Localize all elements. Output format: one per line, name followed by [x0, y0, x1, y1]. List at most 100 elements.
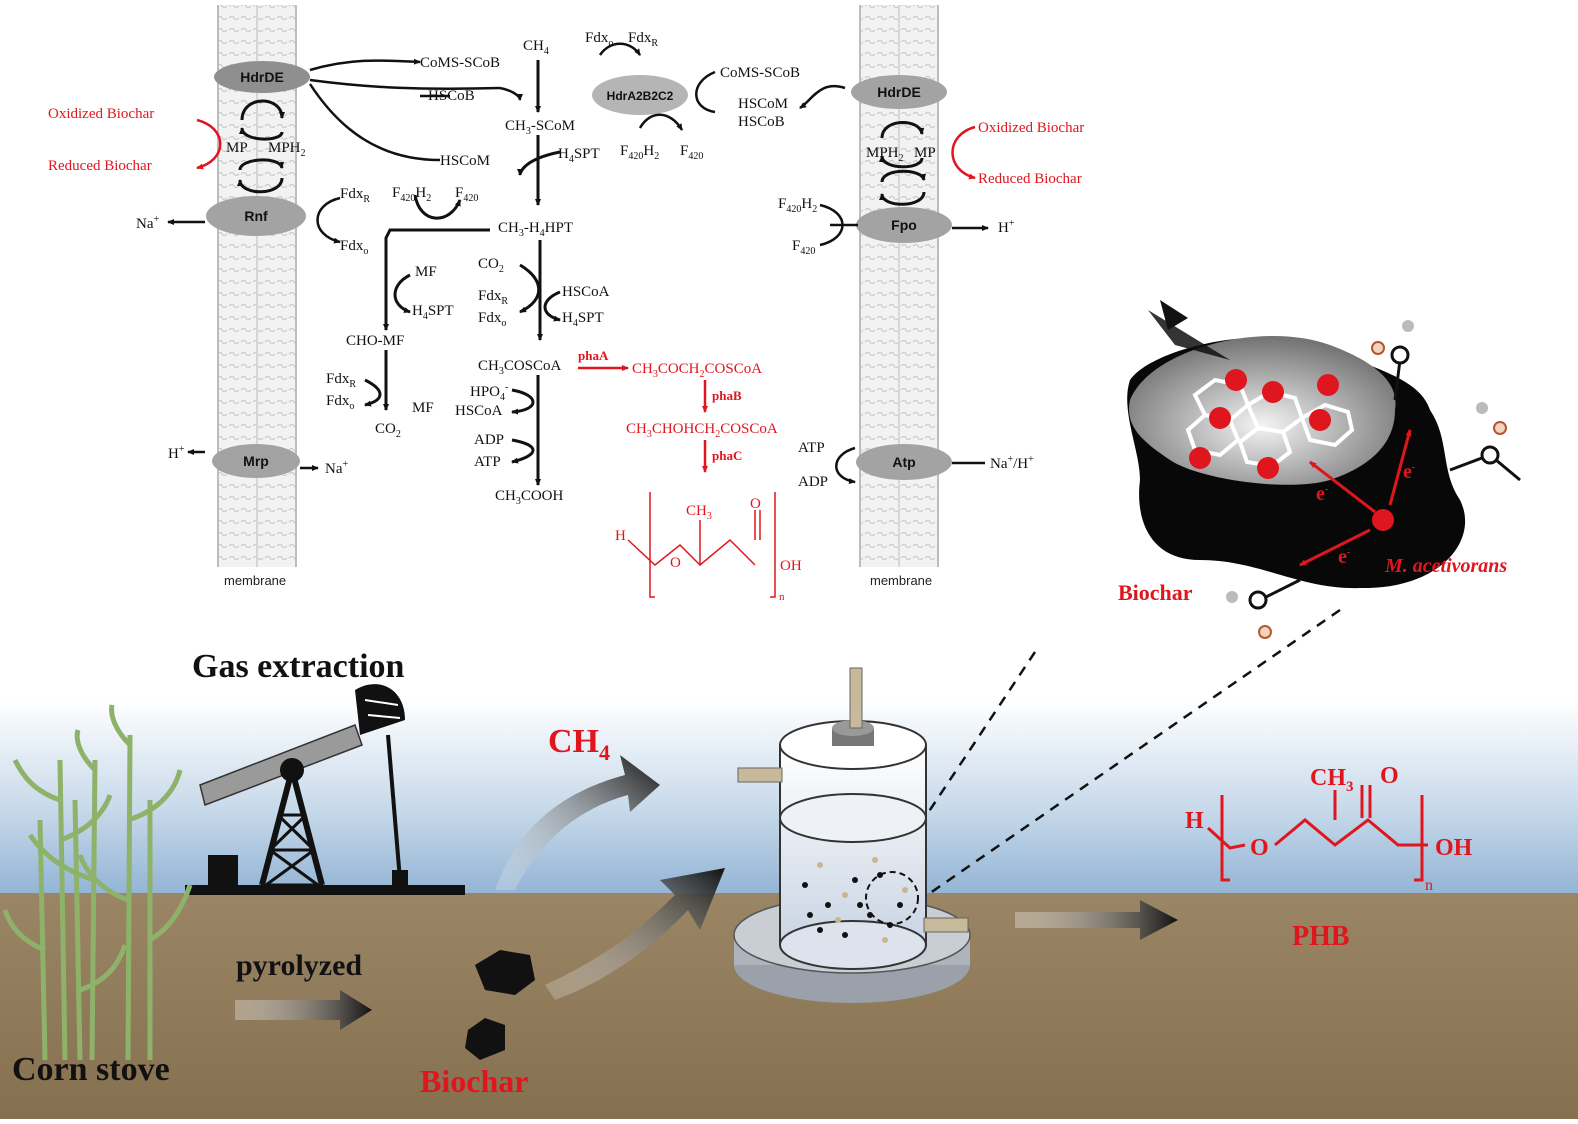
pyrolyzed-arrow	[235, 990, 372, 1030]
biochar-chunk-1	[475, 950, 535, 995]
phb-structure-large	[1206, 785, 1428, 882]
corn-stove-label: Corn stove	[12, 1051, 170, 1088]
fpo-h-label: H+	[998, 218, 1015, 236]
left-oxidized-biochar: Oxidized Biochar	[48, 106, 154, 122]
label-hpo4: HPO4-	[470, 382, 508, 403]
rnf-na-label: Na+	[136, 214, 160, 232]
hydroxybutyryl-coa: CH3CHOHCH2COSCoA	[626, 421, 778, 440]
label-co2-left: CO2	[375, 421, 401, 440]
electron-label-3: e-	[1338, 546, 1350, 568]
label-fdxo-mid: Fdxo	[478, 310, 506, 329]
label-hscom-left: HSCoM	[440, 153, 490, 169]
enzyme-hdrde-left	[214, 61, 310, 93]
enzyme-hdrde-right	[851, 75, 947, 109]
label-fdxo-left: Fdxo	[326, 393, 354, 412]
label-coms-scob-right: CoMS-SCoB	[720, 65, 800, 81]
label-co2-mid: CO2	[478, 256, 504, 275]
label-fdxr-top: FdxR	[628, 30, 658, 49]
phb-large-n: n	[1425, 877, 1433, 894]
label-hscob-right: HSCoB	[738, 114, 785, 130]
label-f420h2: F420H2	[392, 185, 431, 204]
enzyme-rnf-label: Rnf	[244, 208, 268, 224]
ch4-release-arrow	[495, 755, 660, 890]
enzyme-hdrde-left-label: HdrDE	[240, 69, 284, 85]
mrp-na-label: Na+	[325, 459, 349, 477]
biochar-label: Biochar	[420, 1063, 528, 1099]
label-hscob-left: HSCoB	[428, 88, 475, 104]
label-acetate: CH3COOH	[495, 488, 564, 507]
label-mf-top: MF	[415, 264, 437, 280]
rnf-fdx-arrow	[316, 196, 341, 244]
phb-large-o: O	[1250, 835, 1269, 861]
pyrolyzed-label: pyrolyzed	[236, 949, 362, 982]
phb-large-h: H	[1185, 808, 1204, 834]
cell-biochar-label: Biochar	[1118, 580, 1193, 605]
rnf-fdx-o: Fdxo	[340, 238, 368, 257]
label-h4spt-left: H4SPT	[412, 303, 454, 322]
label-acetyl-coa: CH3COSCoA	[478, 358, 562, 377]
label-f420-top: F420	[680, 143, 703, 162]
atp-atp-label: ATP	[798, 440, 825, 456]
atp-na-h-label: Na+/H+	[990, 454, 1034, 472]
phb-small-oh: OH	[780, 558, 802, 574]
mrp-h-label: H+	[168, 444, 185, 462]
enzyme-hdrde-right-label: HdrDE	[877, 84, 921, 100]
reactor-to-phb-arrow	[1015, 900, 1178, 940]
phb-small-o: O	[670, 555, 681, 571]
label-coms-scob-left: CoMS-SCoB	[420, 55, 500, 71]
phb-structure-small	[627, 492, 776, 598]
corn-stalks	[2, 704, 193, 1061]
phaa-label: phaA	[578, 348, 609, 363]
membrane-right-label: membrane	[870, 573, 932, 588]
phb-large-ch3: CH3	[1310, 765, 1354, 795]
label-adp-mid: ADP	[474, 432, 504, 448]
label-f420h2-top: F420H2	[620, 143, 659, 162]
enzyme-fpo	[856, 207, 952, 243]
hdrde-left-connections	[308, 58, 523, 162]
electron-label-1: e-	[1316, 483, 1328, 505]
phb-small-h: H	[615, 528, 626, 544]
phb-large-oh: OH	[1435, 835, 1473, 861]
right-mp: MP	[914, 145, 936, 161]
right-redox-cycles	[879, 121, 926, 206]
right-reduced-biochar: Reduced Biochar	[978, 171, 1082, 187]
acetoacetyl-coa: CH3COCH2COSCoA	[632, 361, 762, 380]
membrane-left-label: membrane	[224, 573, 286, 588]
label-hscom-right: HSCoM	[738, 96, 788, 112]
atp-adp-label: ADP	[798, 474, 828, 490]
right-biochar-arrow	[951, 125, 976, 180]
label-ch3-h4hpt: CH3-H4HPT	[498, 220, 573, 239]
phb-small-n: n	[779, 591, 785, 603]
phb-small-o2: O	[750, 496, 761, 512]
gas-extraction-label: Gas extraction	[192, 648, 405, 685]
zoom-line-right	[919, 608, 1341, 902]
phb-label: PHB	[1292, 921, 1350, 952]
enzyme-atp-label: Atp	[892, 454, 915, 470]
rnf-fdx-r: FdxR	[340, 186, 370, 205]
phac-label: phaC	[712, 448, 742, 463]
enzyme-atp	[856, 444, 952, 480]
phb-small-ch3: CH3	[686, 503, 712, 522]
label-f420: F420	[455, 185, 478, 204]
left-biochar-arrow	[196, 118, 222, 170]
label-ch3-scom: CH3-SCoM	[505, 118, 575, 137]
label-h4spt-mid: H4SPT	[562, 310, 604, 329]
label-hscoa-bottom: HSCoA	[455, 403, 503, 419]
enzyme-rnf	[206, 196, 306, 236]
electron-label-2: e-	[1403, 461, 1415, 483]
enzyme-hdra2b2c2-label: HdrA2B2C2	[607, 89, 674, 103]
biochar-chunk-2	[465, 1018, 505, 1060]
cell-diagram	[1127, 300, 1521, 639]
enzyme-mrp-label: Mrp	[243, 453, 269, 469]
biochar-to-reactor-arrow	[545, 868, 725, 1000]
reactor	[733, 667, 971, 1003]
fpo-f420h2: F420H2	[778, 196, 817, 215]
central-pathway-arrows	[364, 60, 561, 486]
label-hscoa-mid: HSCoA	[562, 284, 610, 300]
left-mph2: MPH2	[268, 140, 306, 159]
label-atp-mid: ATP	[474, 454, 501, 470]
enzyme-hdra2b2c2	[592, 75, 688, 115]
left-redox-cycles	[237, 99, 285, 194]
